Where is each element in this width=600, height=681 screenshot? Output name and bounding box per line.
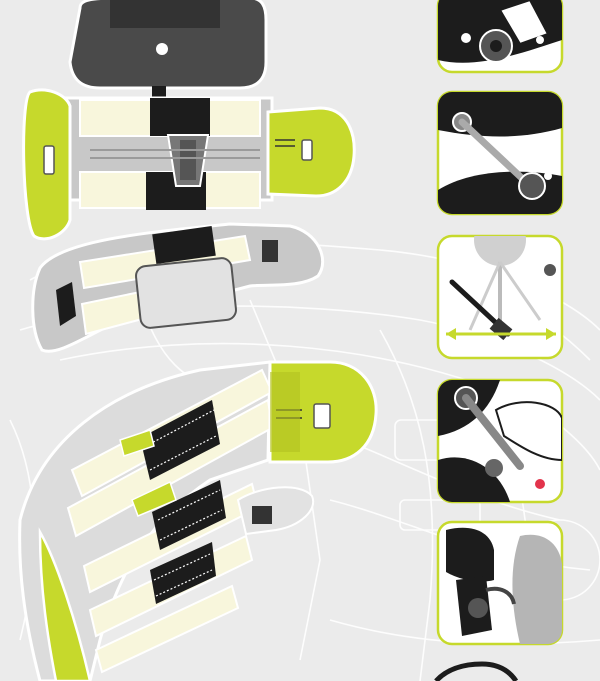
lumbar-module: [31, 222, 325, 353]
upper-strap: [150, 98, 210, 136]
crank-lever-icon: [438, 0, 562, 63]
lever-bracket: [236, 486, 315, 536]
interior-clip-lower: [131, 480, 177, 517]
seat-assembly: [18, 360, 378, 681]
lumbar-strap: [152, 225, 216, 265]
step-panel-1: [436, 0, 564, 74]
interior-clip-upper: [119, 429, 155, 457]
rod-pivot-icon: [438, 92, 562, 214]
headrest-module: [68, 0, 268, 98]
shoulder-mount-icon: [446, 527, 562, 644]
step-panel-2: [436, 90, 564, 216]
headrest-button: [156, 43, 168, 55]
step-panel-4: [436, 378, 564, 504]
step-panel-6: [434, 661, 519, 681]
step-panel-5: [436, 520, 564, 646]
telescoping-pole-icon: [446, 236, 556, 341]
step-panel-3: [436, 234, 564, 360]
lumbar-plate: [135, 257, 237, 329]
back-pad-assembly: [22, 88, 356, 241]
hand-screwdriver-icon: [438, 380, 562, 502]
stitched-straps: [140, 400, 226, 604]
headrest-panel: [110, 0, 220, 28]
headrest-post: [152, 86, 166, 98]
seat-left-wing: [38, 527, 92, 681]
